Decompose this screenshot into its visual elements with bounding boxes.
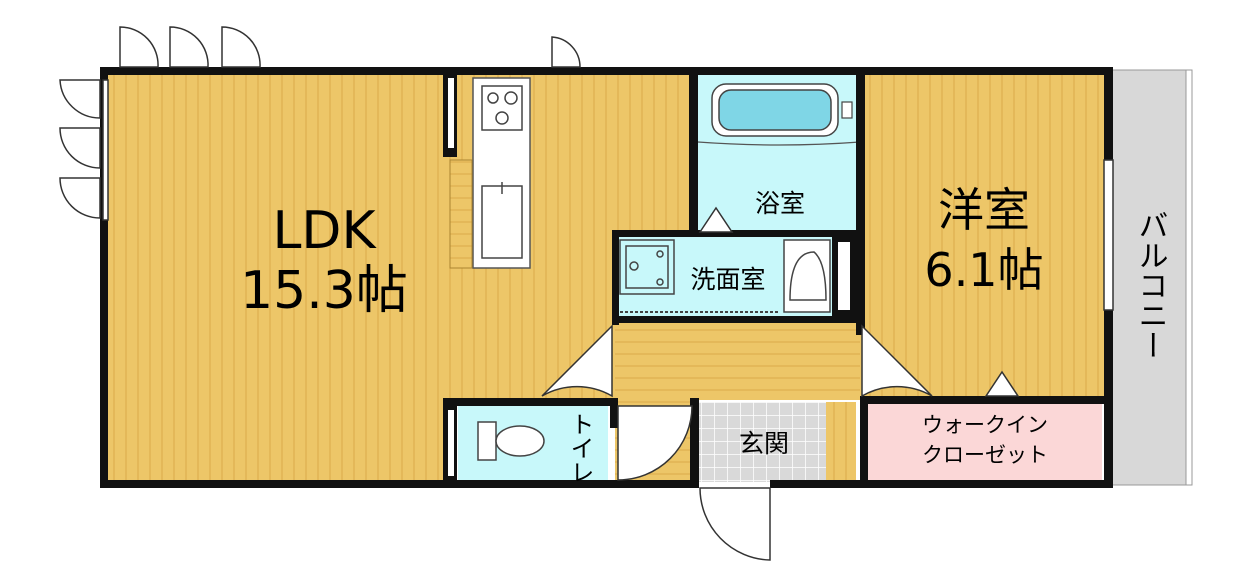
washbasin-icon: [783, 239, 831, 313]
entrance-floor: [695, 402, 835, 482]
ldk-name-label: LDK: [272, 201, 377, 261]
closet-label-line2: クローゼット: [922, 443, 1048, 467]
closet-floor: [866, 402, 1102, 482]
ldk-size-label: 15.3帖: [240, 261, 408, 321]
door-triangles: [698, 206, 1020, 397]
washing-machine-icon: [619, 239, 675, 295]
kitchen-shelf: [449, 159, 473, 269]
western-room-name-label: 洋室: [938, 183, 1030, 237]
door-swings: [59, 26, 933, 561]
entrance-label: 玄関: [739, 429, 789, 458]
closet-label-line1: ウォークイン: [922, 413, 1048, 437]
toilet-label: トイレ: [566, 412, 594, 484]
bathtub-icon: [711, 83, 853, 137]
western-room-size-label: 6.1帖: [924, 243, 1043, 297]
ldk-floor: [103, 70, 446, 485]
windows: [102, 79, 1114, 311]
balcony-label: バルコニー: [1133, 210, 1168, 360]
western-room-floor: [860, 70, 1108, 402]
balcony-area: [1107, 69, 1191, 486]
bathroom-label: 浴室: [755, 189, 805, 218]
washroom-label: 洗面室: [690, 265, 765, 294]
toilet-icon: [477, 421, 545, 461]
stove-icon: [481, 85, 523, 131]
hallway-floor: [615, 320, 860, 400]
